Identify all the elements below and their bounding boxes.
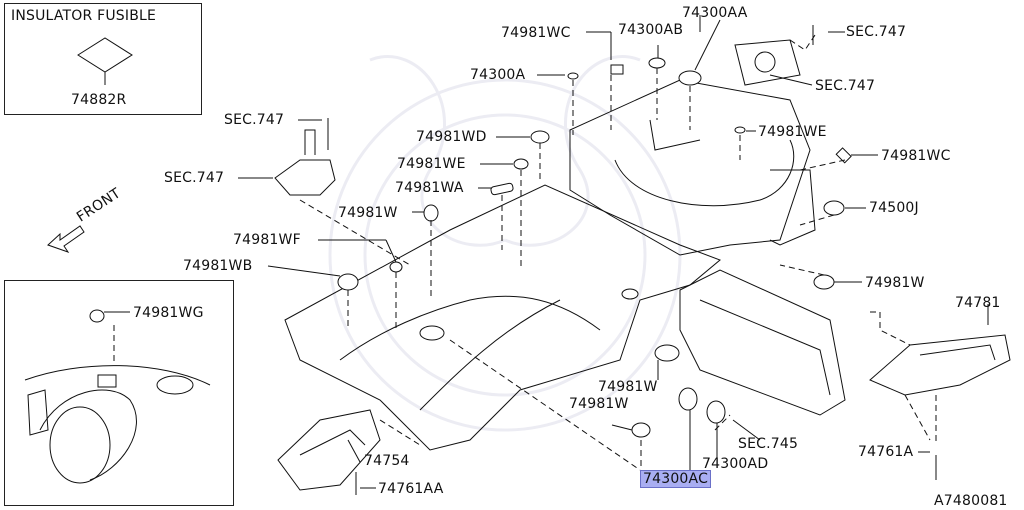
- label-sec745[interactable]: SEC.745: [738, 436, 799, 452]
- assembly-dashed-lines: [299, 34, 937, 471]
- label-74781[interactable]: 74781: [955, 295, 1001, 311]
- diagram-code: A7480081: [934, 493, 1008, 509]
- rear-cross-member: [679, 269, 846, 416]
- label-74981WD[interactable]: 74981WD: [416, 129, 487, 145]
- label-74981W-center-1[interactable]: 74981W: [598, 379, 658, 395]
- label-sec747-left-2[interactable]: SEC.747: [164, 170, 225, 186]
- label-74754[interactable]: 74754: [364, 453, 410, 469]
- insulator-74781: [869, 334, 1011, 396]
- label-74300A[interactable]: 74300A: [470, 67, 526, 83]
- label-74300AA[interactable]: 74300AA: [682, 5, 748, 21]
- front-floor-panel: [284, 184, 726, 451]
- label-sec747-top-right-1[interactable]: SEC.747: [846, 24, 907, 40]
- label-74981WE-right[interactable]: 74981WE: [758, 124, 827, 140]
- label-74981W-center-2[interactable]: 74981W: [569, 396, 629, 412]
- label-74981WB[interactable]: 74981WB: [183, 258, 253, 274]
- shift-boot: [274, 159, 336, 196]
- label-74981WA[interactable]: 74981WA: [395, 180, 464, 196]
- front-arrow-icon: [47, 225, 85, 253]
- label-74981WC-top[interactable]: 74981WC: [501, 25, 571, 41]
- label-74300AC-highlighted[interactable]: 74300AC: [639, 470, 712, 488]
- label-74981WF[interactable]: 74981WF: [233, 232, 301, 248]
- label-74300AD[interactable]: 74300AD: [702, 456, 769, 472]
- label-sec747-left-1[interactable]: SEC.747: [224, 112, 285, 128]
- label-74882R[interactable]: 74882R: [71, 92, 127, 108]
- label-74300AB[interactable]: 74300AB: [618, 22, 684, 38]
- label-sec747-top-right-2[interactable]: SEC.747: [815, 78, 876, 94]
- label-74981WG[interactable]: 74981WG: [133, 305, 204, 321]
- insulator-fusible-part: [77, 37, 133, 73]
- watermark-emblem: [328, 55, 682, 432]
- label-74761AA[interactable]: 74761AA: [378, 481, 444, 497]
- leader-lines: [238, 15, 989, 489]
- label-74761A[interactable]: 74761A: [858, 444, 914, 460]
- inset-title: INSULATOR FUSIBLE: [11, 8, 157, 24]
- inset-detail: 74981WG: [4, 280, 234, 506]
- label-74981W-left[interactable]: 74981W: [338, 205, 398, 221]
- label-74981WE-left[interactable]: 74981WE: [397, 156, 466, 172]
- label-74500J[interactable]: 74500J: [869, 200, 919, 216]
- label-74981W-right[interactable]: 74981W: [865, 275, 925, 291]
- label-74981WC-right[interactable]: 74981WC: [881, 148, 951, 164]
- inset-drawing: [24, 309, 211, 484]
- inset-insulator-fusible: INSULATOR FUSIBLE 74882R: [4, 3, 202, 115]
- insulator-74754: [277, 409, 381, 491]
- rear-floor-panel: [490, 39, 852, 290]
